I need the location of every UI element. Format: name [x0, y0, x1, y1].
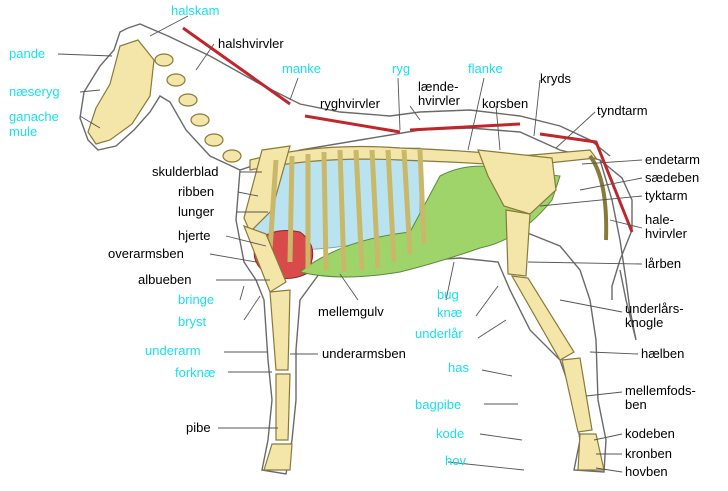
ribs: [267, 149, 427, 273]
front-cannon: [275, 373, 291, 441]
region-lines: [182, 26, 634, 233]
label-bagpibe: bagpibe: [415, 397, 462, 412]
label-laendehvirvler: lænde- hvirvler: [418, 80, 460, 108]
leader-lines: [57, 15, 643, 473]
label-overarmsben: overarmsben: [108, 246, 184, 261]
label-kode: kode: [436, 426, 465, 441]
neck-vertebrae: [154, 53, 242, 163]
label-halehvirvler-line1: hale-: [645, 212, 674, 227]
label-ganache: ganache: [9, 109, 59, 124]
hind-hoof-bones: [577, 433, 605, 471]
label-halehvirvler-line2: hvirvler: [645, 226, 687, 241]
label-kryds: kryds: [540, 71, 572, 86]
front-upper-arm: [242, 224, 287, 293]
front-forearm: [269, 289, 291, 371]
hind-cannon: [561, 357, 593, 433]
label-manke: manke: [282, 61, 322, 76]
label-hov: hov: [445, 453, 466, 468]
label-laendehvirvler-line2: hvirvler: [418, 93, 460, 108]
label-laarben: lårben: [645, 256, 682, 271]
label-flanke: flanke: [468, 61, 503, 76]
label-pande: pande: [9, 46, 46, 61]
label-pibe: pibe: [186, 420, 211, 435]
label-ryghvirvler: ryghvirvler: [320, 96, 380, 111]
tibia: [510, 275, 575, 361]
label-mellemfodsben-line1: mellemfods-: [625, 383, 696, 398]
skeleton: [87, 39, 609, 471]
label-laendehvirvler-line1: lænde-: [418, 79, 459, 94]
label-tyktarm: tyktarm: [645, 188, 688, 203]
label-ribben: ribben: [178, 184, 215, 199]
label-has: has: [448, 360, 469, 375]
label-halehvirvler: hale- hvirvler: [645, 213, 687, 241]
femur: [505, 209, 531, 277]
label-kronben: kronben: [625, 446, 672, 461]
label-underlaarsknogle-line2: knogle: [625, 315, 664, 330]
label-kodeben: kodeben: [625, 426, 675, 441]
label-bringe: bringe: [178, 292, 215, 307]
label-ryg: ryg: [392, 61, 411, 76]
label-underlaarsknogle: underlårs- knogle: [625, 302, 684, 330]
label-endetarm: endetarm: [645, 152, 700, 167]
label-lunger: lunger: [178, 204, 215, 219]
label-forknae: forknæ: [175, 365, 216, 380]
label-mule: mule: [9, 124, 38, 139]
label-halskam: halskam: [171, 3, 220, 18]
shoulder-blade: [243, 145, 291, 234]
label-haelben: hælben: [641, 346, 685, 361]
label-knae: knæ: [437, 305, 463, 320]
label-skulderblad: skulderblad: [152, 164, 219, 179]
label-bug: bug: [437, 287, 459, 302]
skull: [87, 39, 155, 145]
front-hoof-bones: [263, 443, 293, 471]
label-tyndtarm: tyndtarm: [597, 103, 648, 118]
label-mellemfodsben: mellemfods- ben: [625, 384, 696, 412]
label-mellemfodsben-line2: ben: [625, 397, 647, 412]
label-saedeben: sædeben: [645, 170, 700, 185]
tail-vertebrae: [588, 154, 609, 241]
label-underlaar: underlår: [415, 326, 463, 341]
label-albueben: albueben: [138, 272, 192, 287]
label-korsben: korsben: [482, 96, 529, 111]
label-bryst: bryst: [178, 314, 207, 329]
label-underlaarsknogle-line1: underlårs-: [625, 301, 684, 316]
label-hjerte: hjerte: [178, 228, 211, 243]
label-underarm: underarm: [145, 343, 201, 358]
label-naeseryg: næseryg: [9, 84, 60, 99]
label-hovben: hovben: [625, 464, 668, 479]
label-underarmsben: underarmsben: [322, 346, 406, 361]
label-halshvirvler: halshvirvler: [218, 36, 284, 51]
label-mellemgulv: mellemgulv: [318, 304, 384, 319]
